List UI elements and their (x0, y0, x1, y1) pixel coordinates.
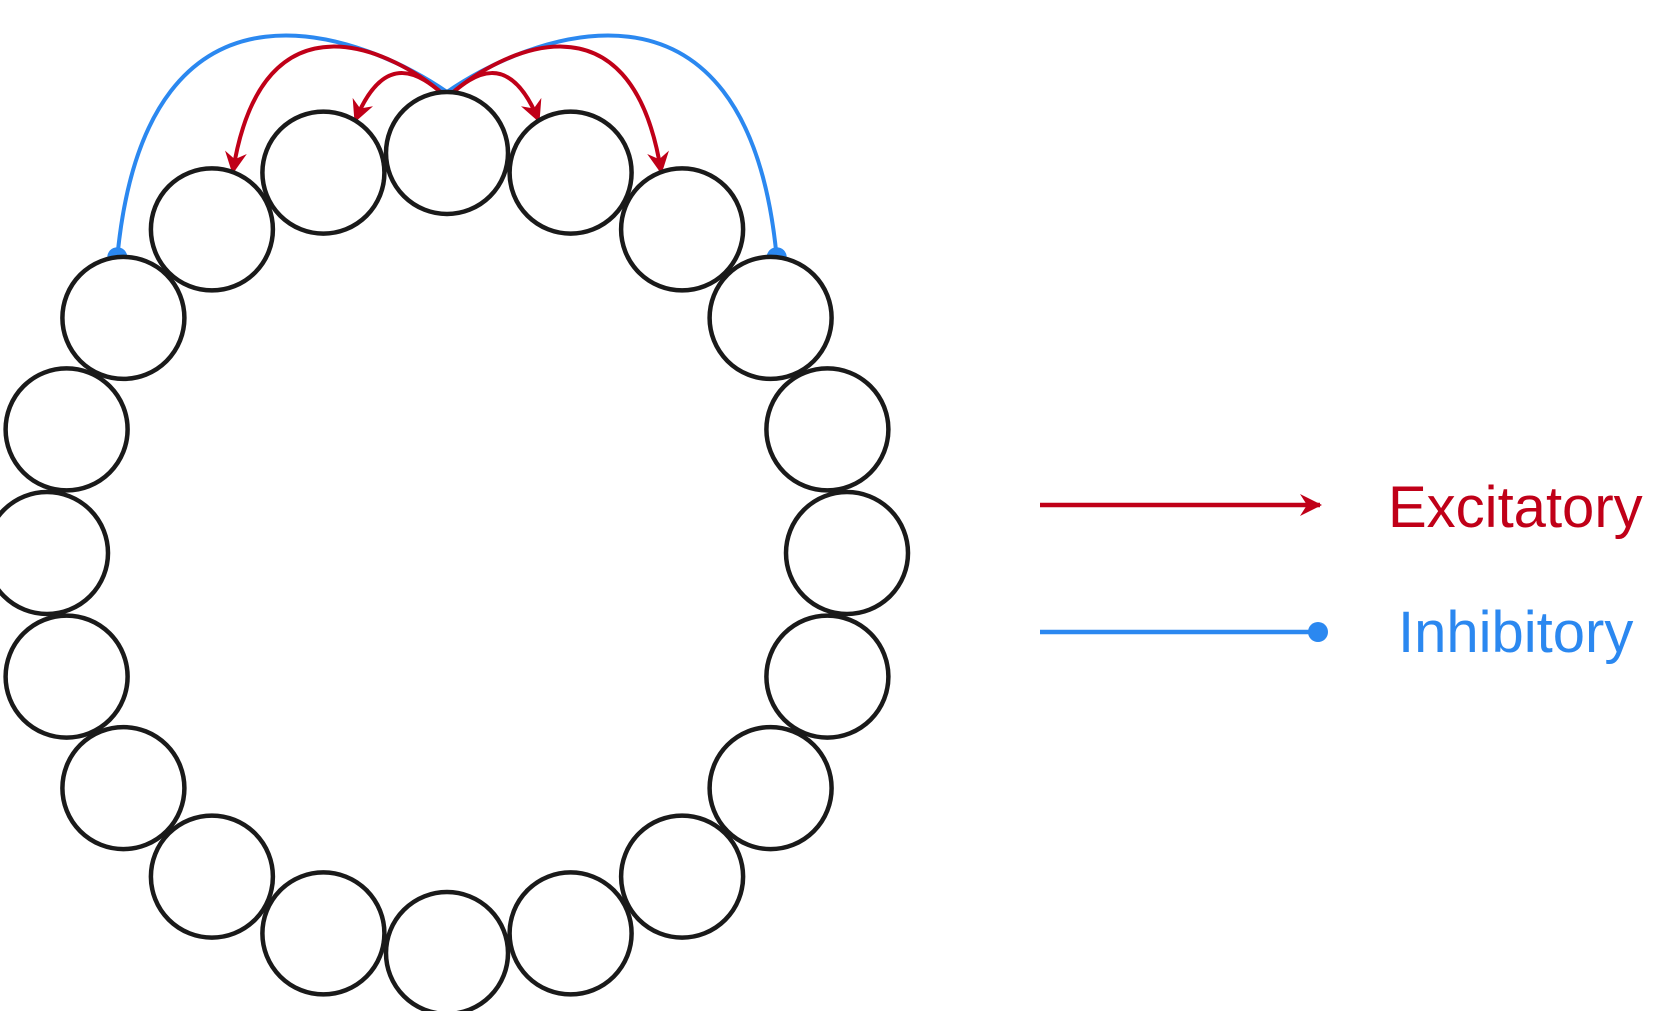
neuron-1 (507, 109, 634, 236)
neuron-3 (707, 254, 834, 382)
legend-excitatory: Excitatory (1040, 475, 1643, 540)
neuron-7 (707, 724, 834, 852)
neuron-17 (60, 254, 187, 382)
legend-inhibitory-label: Inhibitory (1398, 600, 1633, 665)
neuron-18 (148, 166, 276, 293)
legend-inhibitory-dot-icon (1308, 622, 1328, 642)
neurons-ring (0, 89, 911, 1011)
neuron-10 (383, 889, 511, 1011)
neuron-4 (764, 366, 891, 493)
neuron-13 (60, 724, 187, 852)
excitatory-connection-left-1 (352, 71, 445, 123)
neuron-9 (507, 870, 634, 997)
neuron-14 (3, 613, 130, 740)
neuron-16 (3, 366, 130, 493)
neuron-2 (618, 166, 746, 293)
neuron-11 (260, 870, 387, 997)
neuron-0 (383, 89, 511, 217)
legend-excitatory-label: Excitatory (1388, 475, 1643, 540)
neuron-12 (148, 813, 276, 940)
neuron-6 (764, 613, 891, 740)
legend-inhibitory: Inhibitory (1040, 600, 1633, 665)
neuron-8 (618, 813, 746, 940)
neuron-5 (783, 489, 911, 617)
excitatory-connection-right-2 (449, 44, 669, 175)
neuron-15 (0, 489, 111, 617)
legend: Excitatory Inhibitory (1040, 475, 1643, 665)
neuron-19 (260, 109, 387, 236)
